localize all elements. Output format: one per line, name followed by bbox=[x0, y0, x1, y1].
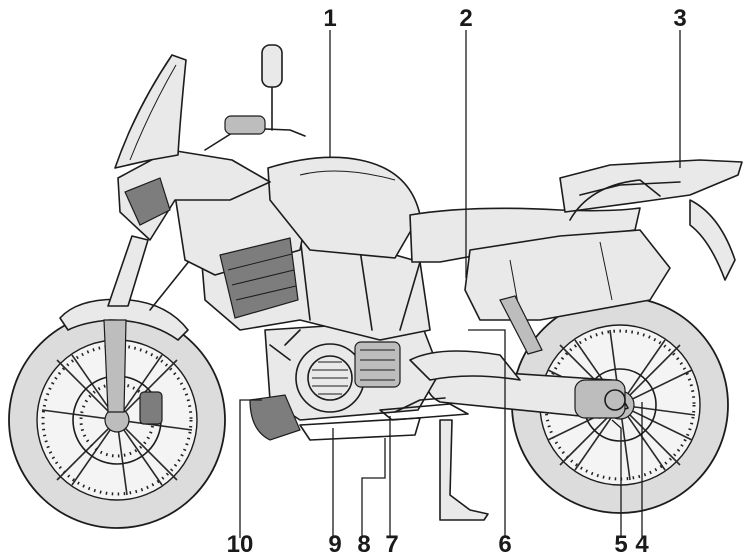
callout-7: 7 bbox=[385, 531, 398, 556]
callout-10: 10 bbox=[227, 531, 254, 556]
callout-3: 3 bbox=[673, 5, 686, 32]
grab-bar bbox=[569, 179, 661, 221]
bash-plate bbox=[299, 417, 421, 441]
callout-4: 4 bbox=[635, 531, 649, 556]
leader-8 bbox=[361, 438, 386, 538]
handlebar bbox=[204, 44, 306, 151]
front-brake-caliper bbox=[139, 391, 163, 425]
callout-9: 9 bbox=[328, 531, 341, 556]
engine bbox=[264, 319, 441, 421]
shift-pedal bbox=[394, 397, 446, 413]
rear-shock bbox=[499, 295, 543, 355]
leader-5 bbox=[611, 419, 622, 538]
callout-2: 2 bbox=[459, 5, 472, 32]
front-fork bbox=[103, 235, 191, 413]
final-drive-housing bbox=[574, 379, 626, 419]
exhaust-pipe bbox=[409, 350, 521, 381]
windscreen bbox=[114, 54, 187, 169]
footrest bbox=[379, 403, 469, 421]
leader-lines bbox=[239, 30, 681, 538]
callout-1: 1 bbox=[323, 5, 336, 32]
leader-6 bbox=[468, 329, 506, 538]
rear-fender bbox=[689, 199, 736, 281]
callout-8: 8 bbox=[357, 531, 370, 556]
callout-6: 6 bbox=[498, 531, 511, 556]
leader-10 bbox=[239, 399, 262, 538]
mirror bbox=[261, 44, 283, 88]
engine-guard bbox=[249, 394, 301, 441]
center-stand bbox=[439, 419, 489, 521]
rear-carrier bbox=[559, 159, 743, 213]
callout-5: 5 bbox=[614, 531, 627, 556]
callout-labels: 1 2 3 4 5 6 7 8 9 10 bbox=[227, 5, 687, 556]
headlight bbox=[124, 177, 171, 226]
